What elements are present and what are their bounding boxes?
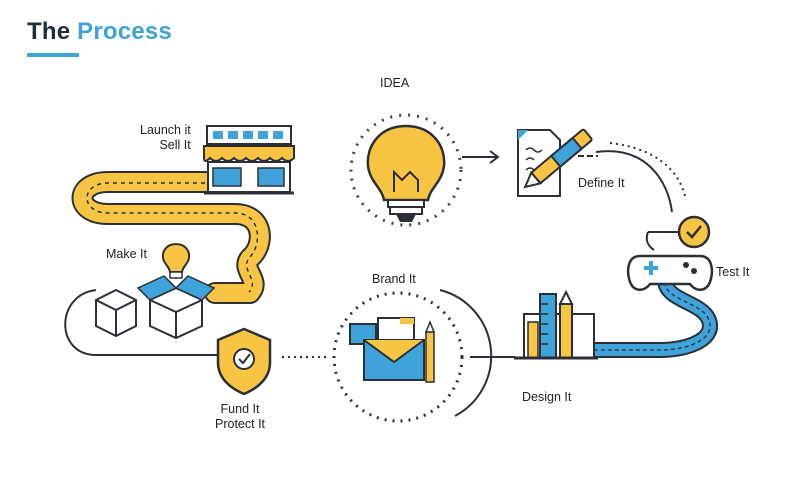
arrow-icon bbox=[462, 150, 500, 164]
document-pen-icon bbox=[517, 128, 598, 197]
step-label-fund: Fund It Protect It bbox=[215, 402, 265, 432]
step-label-define: Define It bbox=[578, 176, 625, 190]
step-label-test: Test It bbox=[716, 265, 750, 279]
step-label-make: Make It bbox=[106, 247, 147, 261]
shield-check-icon bbox=[216, 327, 272, 396]
step-label-launch-line1: Launch it bbox=[140, 123, 191, 137]
shop-icon bbox=[203, 125, 295, 195]
step-label-fund-line2: Protect It bbox=[215, 417, 266, 431]
step-label-launch-line2: Sell It bbox=[159, 138, 191, 152]
title-part-1: The bbox=[27, 18, 71, 45]
title-part-2: Process bbox=[77, 18, 172, 45]
step-label-brand: Brand It bbox=[372, 272, 416, 286]
ruler-pencil-icon bbox=[514, 289, 598, 360]
page-title: The Process bbox=[27, 18, 172, 46]
lightbulb-icon bbox=[349, 113, 463, 227]
step-label-launch: Launch it Sell It bbox=[140, 123, 191, 153]
gamepad-icon bbox=[626, 215, 714, 291]
envelope-icon bbox=[332, 289, 493, 423]
step-label-idea: IDEA bbox=[380, 76, 410, 90]
title-underline bbox=[27, 53, 79, 57]
step-label-design: Design It bbox=[522, 390, 572, 404]
boxes-icon bbox=[95, 242, 216, 340]
loop-line bbox=[64, 289, 225, 356]
step-label-fund-line1: Fund It bbox=[220, 402, 260, 416]
